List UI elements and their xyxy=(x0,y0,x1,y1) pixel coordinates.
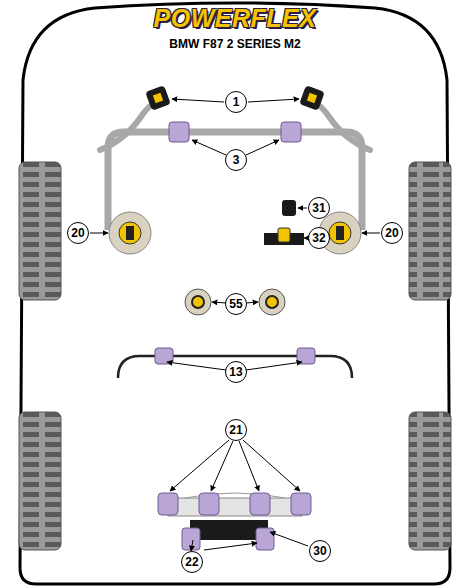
callout-text: 13 xyxy=(229,366,242,378)
callout-text: 31 xyxy=(312,202,325,214)
callout-text: 21 xyxy=(229,424,242,436)
small-bushing xyxy=(282,200,296,216)
tyre xyxy=(19,162,451,550)
callout-text: 55 xyxy=(229,298,242,310)
callout-number: 13 xyxy=(225,361,247,383)
callout-text: 32 xyxy=(312,232,325,244)
callout-number: 21 xyxy=(225,419,247,441)
mount-insert xyxy=(185,289,285,315)
callout-number: 20 xyxy=(67,222,89,244)
callout-text: 3 xyxy=(233,154,240,166)
callout-number: 31 xyxy=(308,197,330,219)
callout-text: 20 xyxy=(385,227,398,239)
brand-logo: POWERFLEX xyxy=(154,4,317,33)
callout-number: 30 xyxy=(309,540,331,562)
rear-subframe xyxy=(158,493,311,516)
top-mount xyxy=(109,212,361,254)
callout-number: 22 xyxy=(181,551,203,573)
car-outline xyxy=(20,3,450,584)
front-arm xyxy=(100,85,370,150)
callout-number: 55 xyxy=(225,293,247,315)
callout-number: 20 xyxy=(381,222,403,244)
callout-number: 3 xyxy=(225,149,247,171)
callout-text: 20 xyxy=(71,227,84,239)
callout-text: 30 xyxy=(313,545,326,557)
callout-text: 22 xyxy=(185,556,198,568)
diagram-title: BMW F87 2 SERIES M2 xyxy=(169,37,300,51)
front-anti-roll-bar xyxy=(108,122,362,230)
callout-number: 32 xyxy=(308,227,330,249)
mount-bracket xyxy=(264,228,304,245)
leader-line xyxy=(90,99,380,551)
callout-text: 1 xyxy=(233,96,240,108)
callout-number: 1 xyxy=(225,91,247,113)
diff-mount xyxy=(182,520,274,550)
